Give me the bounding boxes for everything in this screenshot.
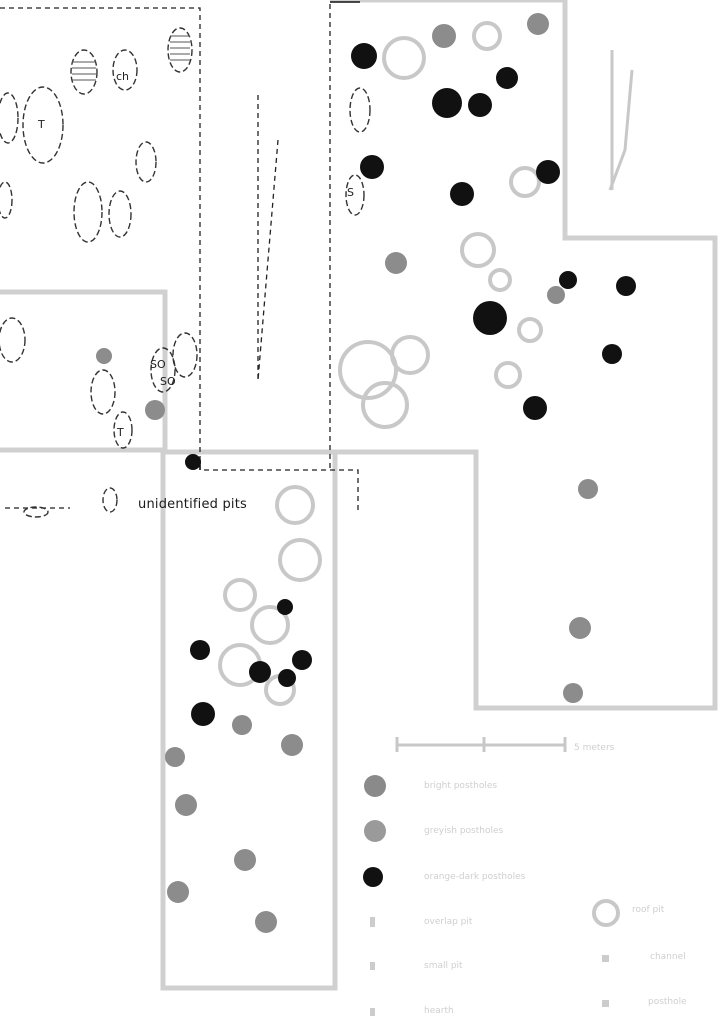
legend-label-1: bright postholes (424, 781, 498, 791)
hatched-pits (72, 35, 190, 81)
pit-label-s: S (347, 186, 354, 199)
legend-label-2: greyish postholes (424, 826, 504, 836)
legend-label-5: small pit (424, 961, 463, 971)
pit-label-so1: SO (150, 358, 166, 371)
legend-label-4: overlap pit (424, 917, 473, 927)
legend-side-label-1: roof pit (632, 905, 665, 915)
grey-postholes (96, 13, 598, 933)
pit-label-so2: SO (160, 375, 176, 388)
scale-bar (395, 737, 567, 752)
trench-outlines (0, 0, 718, 991)
scale-bar-label: 5 meters (574, 743, 615, 753)
unidentified-pits-label: unidentified pits (138, 497, 247, 512)
pit-label-t2: T (116, 426, 124, 439)
legend-symbols (363, 775, 620, 1016)
pit-letter-labels: T ch S SO SO T (37, 70, 354, 439)
light-circles (218, 21, 543, 706)
pit-label-t: T (37, 118, 45, 131)
legend-label-3: orange-dark postholes (424, 872, 526, 882)
legend-side-label-3: posthole (648, 997, 687, 1007)
legend-label-6: hearth (424, 1006, 454, 1016)
legend-side-label-2: channel (650, 952, 686, 962)
outlined-pits (0, 27, 371, 518)
black-postholes (185, 43, 636, 726)
dashed-boundaries (0, 4, 359, 510)
short-frame (199, 1, 360, 470)
pit-label-ch: ch (116, 70, 129, 83)
thin-marks (608, 50, 634, 191)
